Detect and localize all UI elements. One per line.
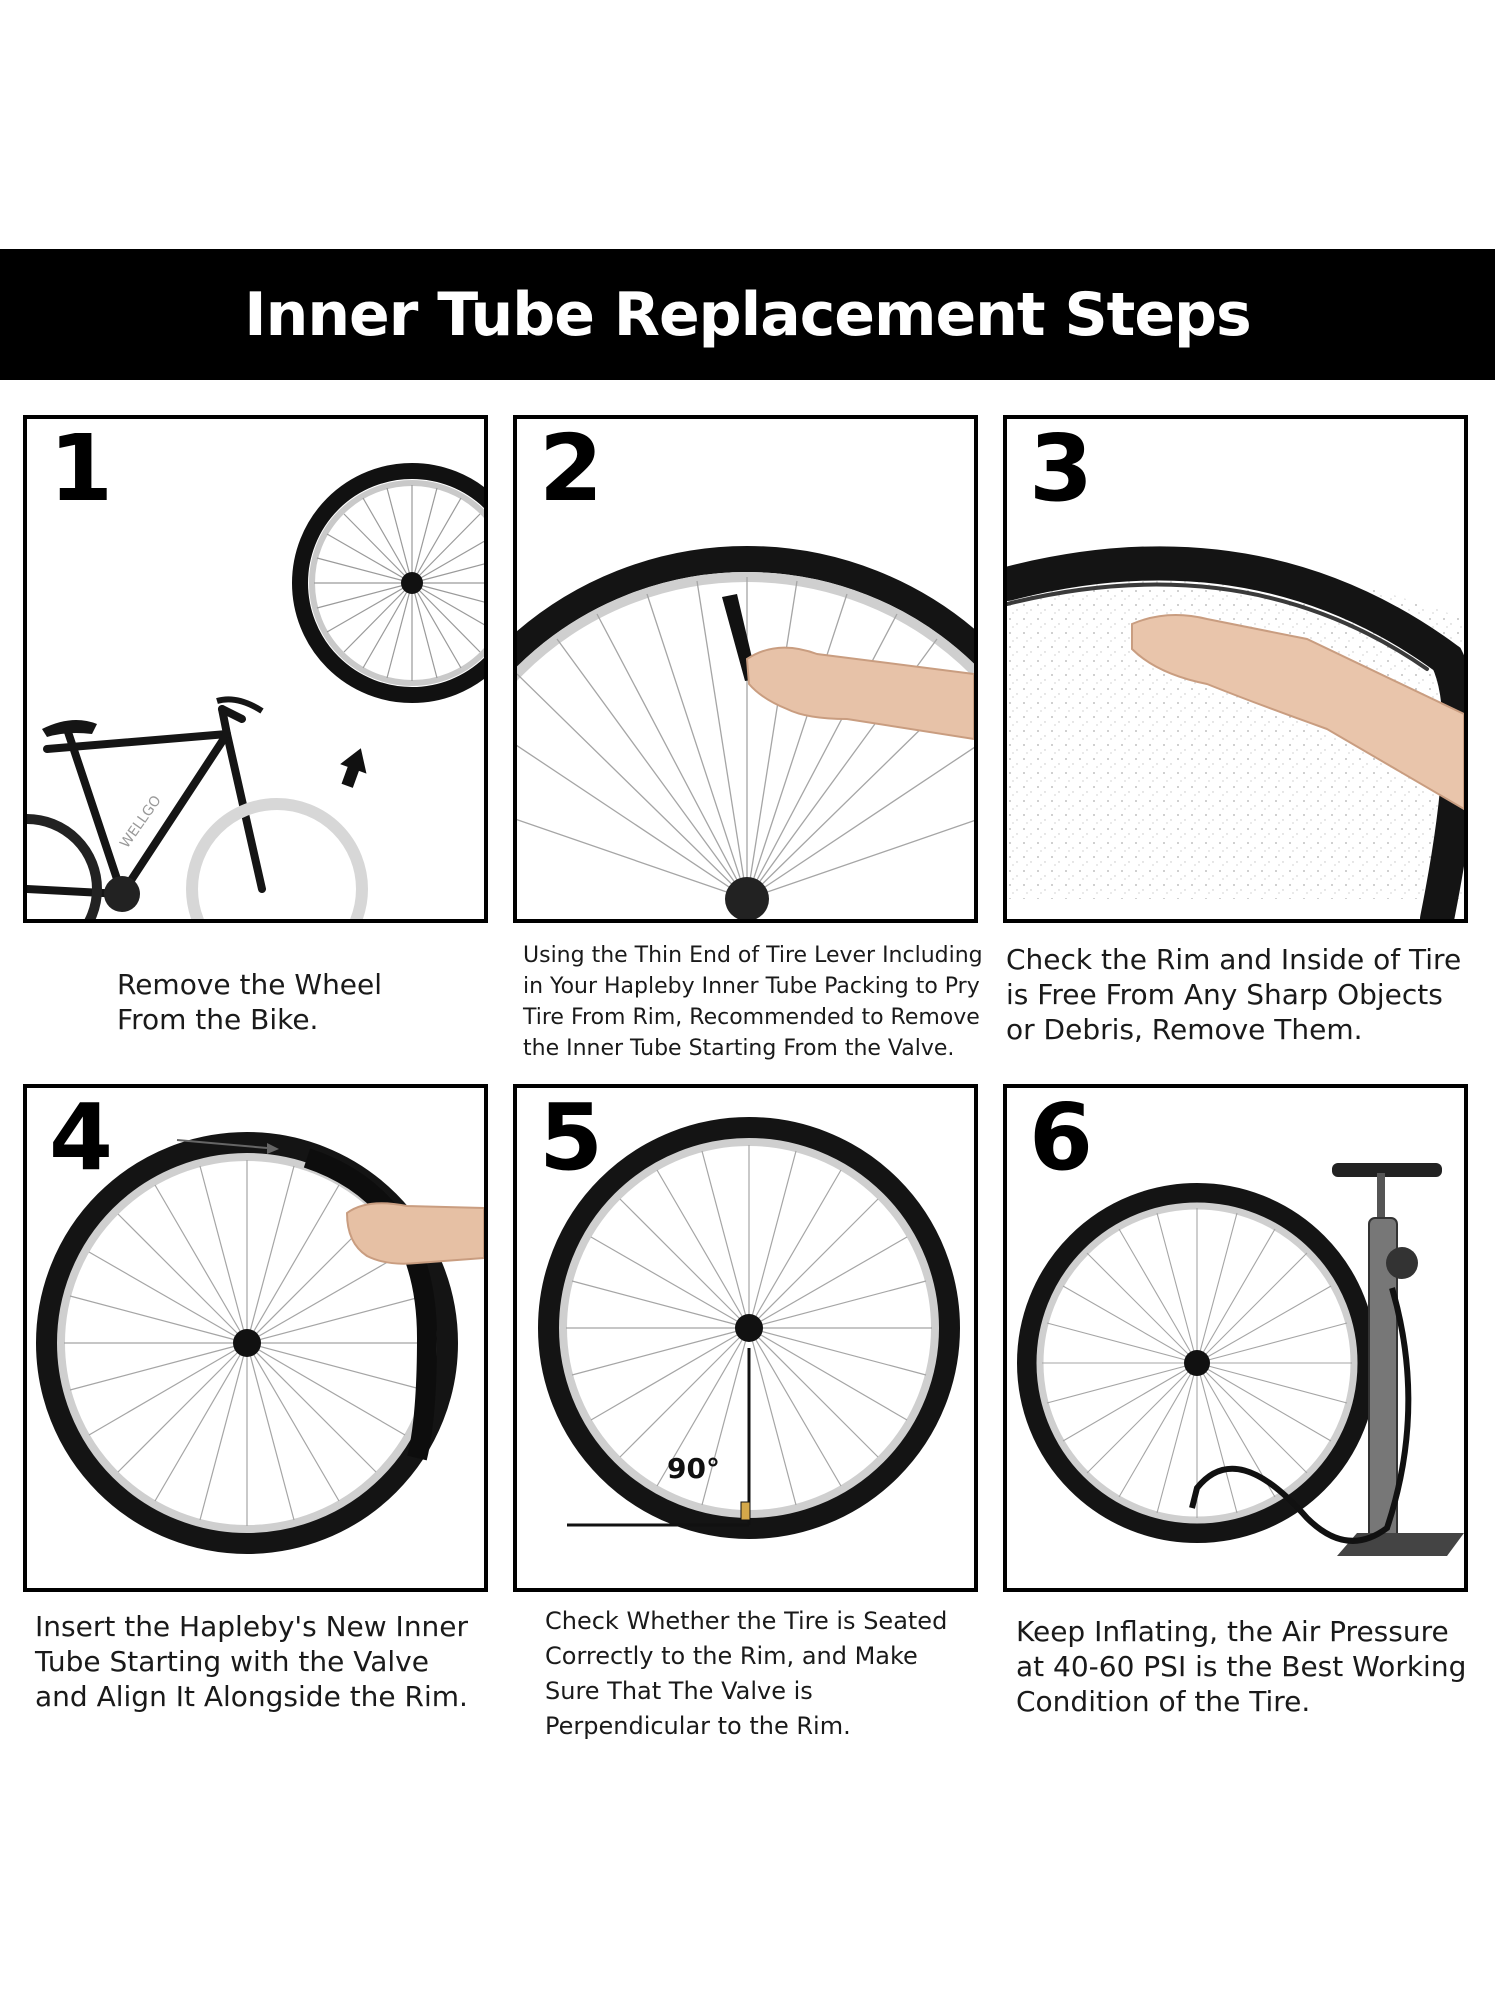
bicycle-icon [27,705,266,898]
wheel-icon [36,1132,458,1554]
step-6-illustration [1017,1163,1464,1556]
step-4-illustration [36,1132,484,1554]
wheel-closeup-icon [517,546,974,919]
step-3-illustration [1007,546,1464,919]
step-1-caption: Remove the Wheel From the Bike. [117,968,383,1036]
step-5-illustration: 90° [538,1117,960,1539]
step-1-panel: 1 [23,415,488,923]
step-6-caption: Keep Inflating, the Air Pressure at 40-6… [1016,1615,1467,1718]
step-3-number: 3 [1029,415,1094,522]
step-2-illustration [517,546,974,919]
hand-checking-icon [1131,614,1464,811]
step-6-number: 6 [1029,1084,1094,1191]
step-3-panel: 3 [1003,415,1468,923]
step-5-number: 5 [539,1084,604,1191]
page-title: Inner Tube Replacement Steps [244,279,1251,350]
step-1-illustration: WELLGO [27,463,484,919]
title-banner: Inner Tube Replacement Steps [0,249,1495,380]
step-4-panel: 4 [23,1084,488,1592]
valve-icon [740,1501,751,1521]
step-2-number: 2 [539,415,604,522]
hand-tire-lever-icon [722,594,974,741]
step-5-panel: 5 90° [513,1084,978,1592]
step-3-caption: Check the Rim and Inside of Tire is Free… [1006,943,1462,1046]
step-2-caption: Using the Thin End of Tire Lever Includi… [523,943,983,1061]
step-4-caption: Insert the Hapleby's New Inner Tube Star… [35,1610,469,1713]
step-1-number: 1 [49,415,114,522]
inner-tube-icon [303,1148,438,1461]
step-2-panel: 2 [513,415,978,923]
hand-icon [345,1202,484,1265]
step-4-number: 4 [49,1084,114,1191]
step-5-caption: Check Whether the Tire is Seated Correct… [545,1607,948,1740]
floor-pump-icon [1189,1163,1464,1556]
arrow-up-icon [340,748,367,788]
wheel-icon [1017,1183,1377,1543]
angle-label: 90° [667,1452,720,1485]
wheel-icon [538,1117,960,1539]
step-6-panel: 6 [1003,1084,1468,1592]
removed-wheel-icon [292,463,484,703]
